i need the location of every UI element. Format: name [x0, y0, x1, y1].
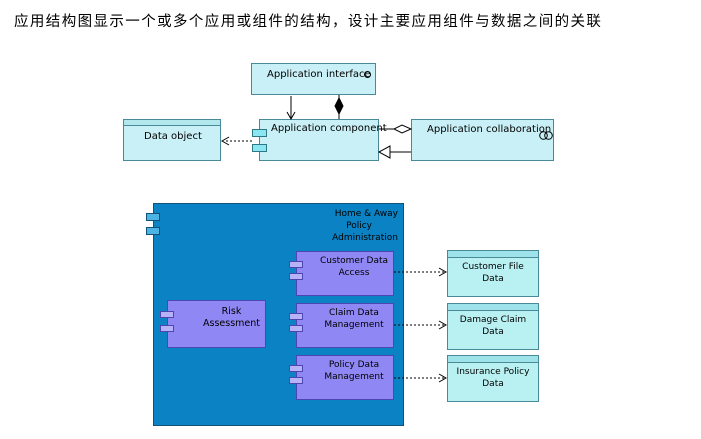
component-port-icon — [289, 313, 303, 320]
system-title-line: Policy — [346, 221, 372, 231]
data-object-label: Customer File Data — [462, 262, 524, 284]
system-title-line: Home & Away — [334, 209, 398, 219]
component-port-icon — [160, 325, 174, 332]
customer-data-access-component[interactable]: Customer Data Access — [296, 251, 394, 296]
component-port-icon — [289, 365, 303, 372]
component-port-icon — [289, 325, 303, 332]
diagram-caption: 应用结构图显示一个或多个应用或组件的结构，设计主要应用组件与数据之间的关联 — [14, 14, 603, 30]
damage-claim-data-object[interactable]: Damage Claim Data — [447, 303, 539, 350]
component-label: Policy Data Management — [324, 360, 384, 382]
system-title-line: Administration — [332, 233, 398, 243]
policy-data-management-component[interactable]: Policy Data Management — [296, 355, 394, 400]
interface-icon — [364, 71, 371, 78]
data-object-header — [448, 251, 538, 258]
data-object-header — [448, 304, 538, 311]
application-interface-node[interactable]: Application interface — [251, 63, 376, 95]
data-object-node[interactable]: Data object — [123, 119, 221, 161]
collaboration-icon — [539, 125, 553, 140]
data-object-header — [124, 120, 220, 126]
data-object-header — [448, 356, 538, 363]
component-port-icon — [289, 273, 303, 280]
claim-data-management-component[interactable]: Claim Data Management — [296, 303, 394, 348]
system-port-icon — [146, 227, 160, 235]
data-object-label: Damage Claim Data — [459, 315, 527, 337]
component-label: Customer Data Access — [319, 256, 389, 278]
component-port-icon — [160, 311, 174, 318]
application-collaboration-label: Application collaboration — [427, 124, 552, 135]
customer-file-data-object[interactable]: Customer File Data — [447, 250, 539, 297]
system-title: Home & Away Policy Administration — [332, 208, 398, 244]
application-component-node[interactable]: Application component — [259, 119, 387, 161]
component-port-icon — [289, 261, 303, 268]
insurance-policy-data-object[interactable]: Insurance Policy Data — [447, 355, 539, 402]
component-port-icon — [252, 129, 267, 137]
component-port-icon — [289, 377, 303, 384]
application-component-label: Application component — [271, 123, 387, 134]
data-object-label: Insurance Policy Data — [456, 367, 530, 389]
component-label: Claim Data Management — [324, 308, 384, 330]
system-port-icon — [146, 213, 160, 221]
application-interface-label: Application interface — [267, 69, 371, 80]
risk-assessment-component[interactable]: Risk Assessment — [167, 300, 266, 348]
component-label: Risk Assessment — [203, 306, 260, 329]
application-collaboration-node[interactable]: Application collaboration — [411, 119, 554, 161]
data-object-label: Data object — [144, 131, 202, 142]
component-port-icon — [252, 144, 267, 152]
